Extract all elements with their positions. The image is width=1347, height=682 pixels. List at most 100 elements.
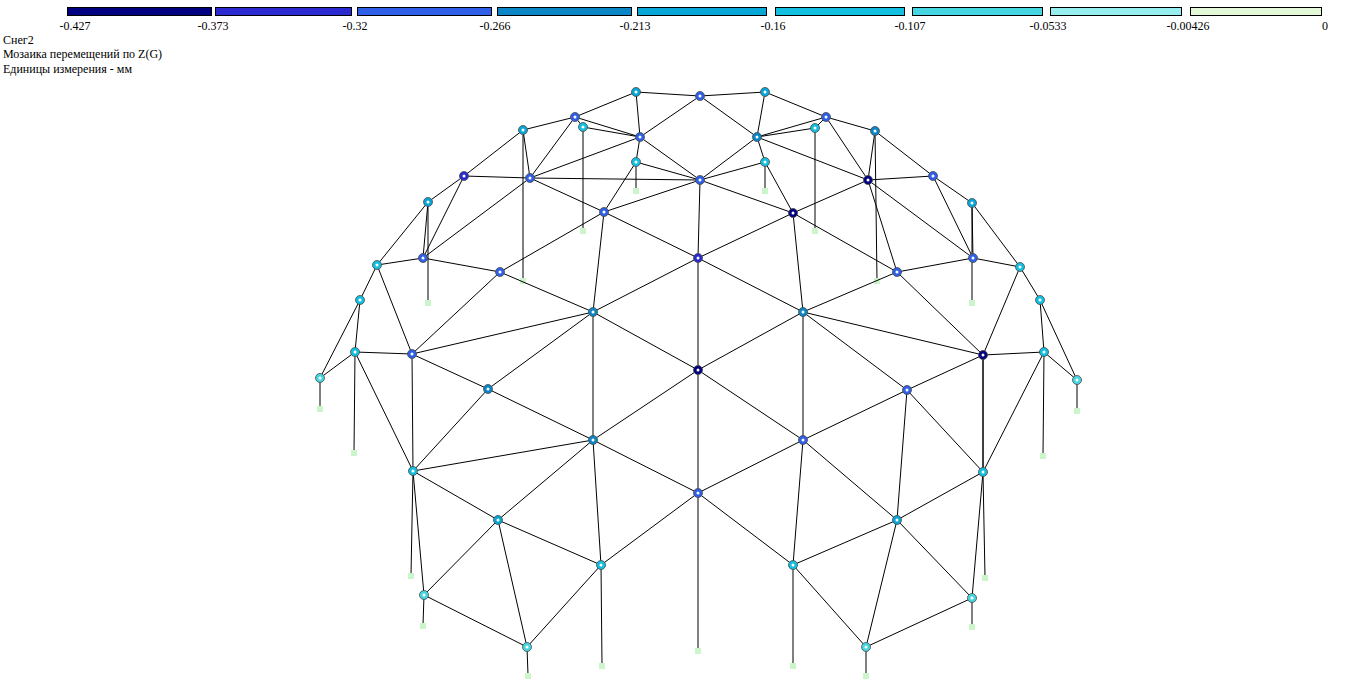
member-line (907, 390, 983, 472)
node-dot (799, 308, 808, 317)
support-mark (863, 673, 869, 679)
member-line (793, 440, 803, 565)
member-line (523, 130, 530, 178)
node-dot (636, 133, 645, 142)
column-line (815, 128, 816, 230)
legend-value: -0.32 (343, 19, 368, 33)
member-line (640, 96, 700, 137)
member-line (972, 203, 1020, 267)
node-center (522, 129, 525, 132)
column-line (354, 352, 355, 452)
member-line (377, 258, 423, 265)
node-dot (523, 643, 532, 652)
node-center (697, 369, 700, 372)
node-center (699, 95, 702, 98)
member-line (907, 355, 983, 390)
node-center (972, 257, 975, 260)
member-line (423, 258, 500, 272)
member-line (355, 352, 413, 471)
member-line (698, 493, 793, 565)
node-center (764, 91, 767, 94)
node-dot (632, 158, 641, 167)
node-center (756, 136, 759, 139)
member-line (866, 598, 972, 647)
member-line (636, 92, 700, 96)
member-line (575, 92, 636, 117)
node-center (412, 470, 415, 473)
member-line (793, 213, 803, 312)
member-line (530, 178, 700, 180)
member-line (498, 440, 593, 520)
member-line (464, 176, 530, 178)
node-dot (864, 176, 873, 185)
member-line (803, 390, 907, 440)
member-line (698, 258, 699, 370)
node-dot (1040, 348, 1049, 357)
member-line (320, 300, 360, 378)
node-center (982, 471, 985, 474)
node-dot (694, 254, 703, 263)
legend-value: -0.427 (60, 19, 91, 33)
node-center (574, 116, 577, 119)
column-line (793, 565, 794, 665)
legend-value: -0.373 (198, 19, 229, 33)
member-line (698, 440, 803, 493)
node-dot (696, 176, 705, 185)
member-line (412, 354, 413, 471)
member-line (423, 202, 428, 258)
node-center (529, 177, 532, 180)
member-line (498, 520, 601, 565)
node-center (423, 594, 426, 597)
node-dot (494, 516, 503, 525)
member-line (500, 272, 593, 312)
node-dot (526, 174, 535, 183)
support-mark (599, 663, 605, 669)
node-center (319, 377, 322, 380)
node-dot (694, 489, 703, 498)
plot-title: Мозаика перемещений по Z(G) (3, 47, 162, 61)
member-line (698, 370, 803, 440)
node-center (635, 91, 638, 94)
node-dot (811, 124, 820, 133)
member-line (488, 312, 593, 389)
member-line (464, 130, 523, 176)
member-line (636, 162, 700, 180)
node-center (422, 257, 425, 260)
node-dot (969, 254, 978, 263)
legend-swatch (215, 7, 352, 16)
member-line (500, 212, 604, 272)
node-dot (789, 561, 798, 570)
member-line (488, 389, 593, 440)
member-line (575, 117, 640, 137)
member-line (530, 117, 575, 178)
support-mark (982, 575, 988, 581)
member-line (972, 203, 973, 258)
node-center (497, 519, 500, 522)
support-mark (525, 673, 531, 679)
node-center (354, 351, 357, 354)
node-center (1019, 266, 1022, 269)
node-dot (571, 113, 580, 122)
node-center (825, 116, 828, 119)
column-line (983, 472, 985, 577)
column-line (1043, 352, 1044, 455)
node-dot (351, 348, 360, 357)
node-center (867, 179, 870, 182)
member-line (698, 213, 793, 258)
node-dot (519, 126, 528, 135)
support-mark (408, 573, 414, 579)
node-center (971, 597, 974, 600)
node-center (896, 271, 899, 274)
units-note: Единицы измерения - мм (3, 62, 132, 76)
node-dot (373, 261, 382, 270)
support-mark (695, 648, 701, 654)
column-line (972, 203, 973, 302)
member-line (983, 355, 984, 472)
member-line (413, 440, 593, 471)
node-center (582, 126, 585, 129)
support-mark (969, 300, 975, 306)
node-dot (356, 296, 365, 305)
node-center (499, 271, 502, 274)
node-dot (589, 308, 598, 317)
member-line (765, 162, 793, 213)
